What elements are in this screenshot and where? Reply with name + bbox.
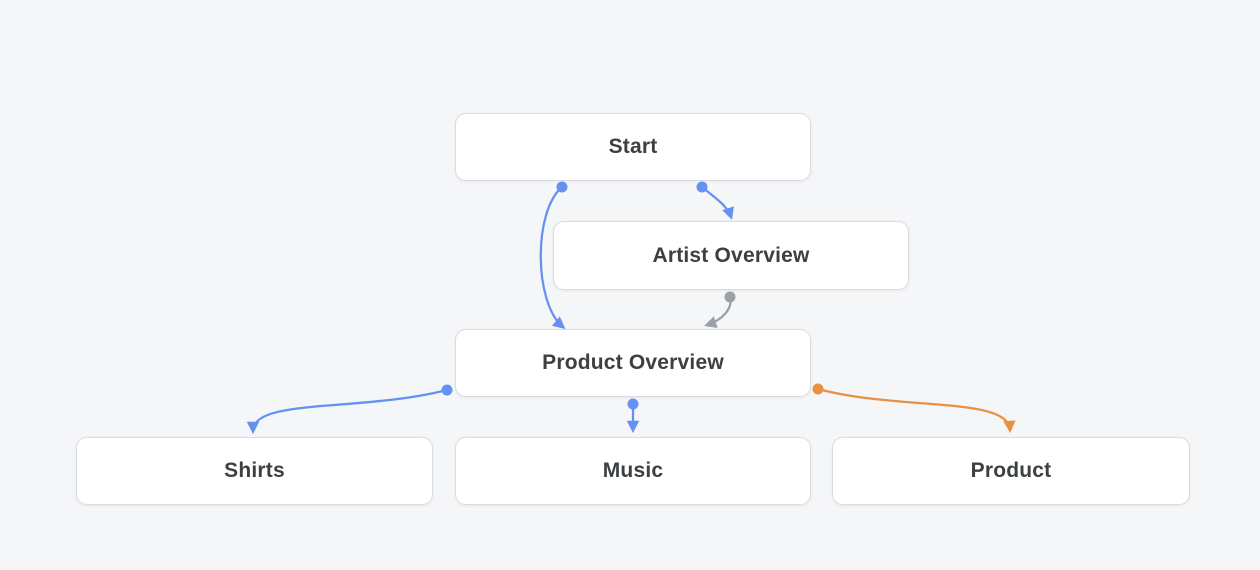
edge-source-dot — [441, 384, 453, 396]
edge-product-overview-to-shirts — [246, 388, 449, 435]
node-product-overview[interactable]: Product Overview — [455, 329, 811, 397]
node-shirts[interactable]: Shirts — [76, 437, 433, 505]
node-music[interactable]: Music — [455, 437, 811, 505]
node-label: Product — [970, 459, 1052, 482]
edge-start-to-artist-overview — [700, 185, 734, 220]
edge-artist-overview-to-product-overview — [704, 295, 732, 328]
edge-source-dot — [696, 181, 708, 193]
node-label: Music — [602, 459, 664, 482]
edge-source-dot — [627, 398, 639, 410]
node-label: Shirts — [224, 459, 285, 482]
node-label: Artist Overview — [652, 243, 810, 267]
node-label: Product Overview — [542, 351, 724, 374]
edge-source-dot — [812, 383, 824, 395]
node-artist-overview[interactable]: Artist Overview — [553, 221, 909, 290]
edge-source-dot — [556, 181, 568, 193]
node-start[interactable]: Start — [455, 113, 811, 181]
node-product[interactable]: Product — [832, 437, 1190, 505]
edge-source-dot — [724, 291, 736, 303]
node-label: Start — [608, 135, 658, 158]
edge-product-overview-to-product — [816, 387, 1016, 434]
